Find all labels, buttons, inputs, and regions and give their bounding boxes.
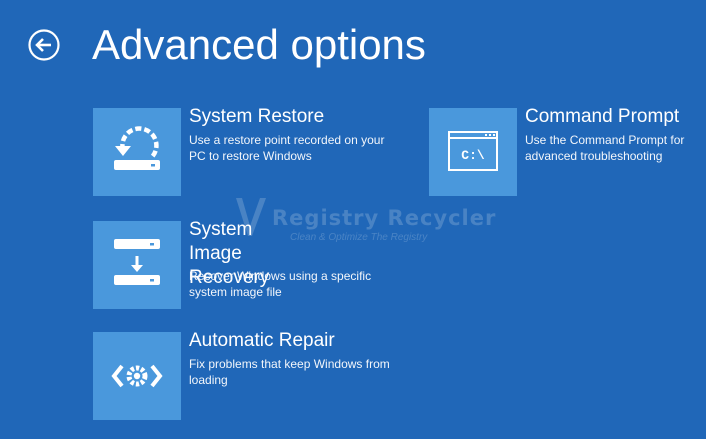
option-description: Use the Command Prompt for advanced trou… [525,133,685,163]
option-tile: C:\ [429,108,517,196]
option-tile [93,108,181,196]
option-title: Command Prompt [525,106,680,127]
option-tile [93,221,181,309]
option-description: Recover Windows using a specific system … [189,269,372,299]
system-image-recovery-icon [114,239,160,285]
option-title: System Image Recovery [189,219,270,288]
option-title: System Restore [189,106,325,127]
command-prompt-icon: C:\ [448,131,498,171]
option-description: Use a restore point recorded on your PC … [189,133,385,163]
option-system-image-recovery[interactable]: System Image Recovery Recover Windows us… [93,219,393,309]
option-command-prompt[interactable]: C:\ Command Prompt Use the Command Promp… [429,106,699,196]
back-arrow-circle-icon [28,29,60,61]
option-tile [93,332,181,420]
back-button[interactable] [28,29,60,61]
option-title: Automatic Repair [189,330,335,351]
option-system-restore[interactable]: System Restore Use a restore point recor… [93,106,393,196]
option-description: Fix problems that keep Windows from load… [189,357,390,387]
option-automatic-repair[interactable]: Automatic Repair Fix problems that keep … [93,330,403,420]
command-prompt-icon-text: C:\ [461,148,485,163]
page-title: Advanced options [92,21,426,68]
automatic-repair-icon [111,364,163,388]
system-restore-icon [114,126,160,170]
